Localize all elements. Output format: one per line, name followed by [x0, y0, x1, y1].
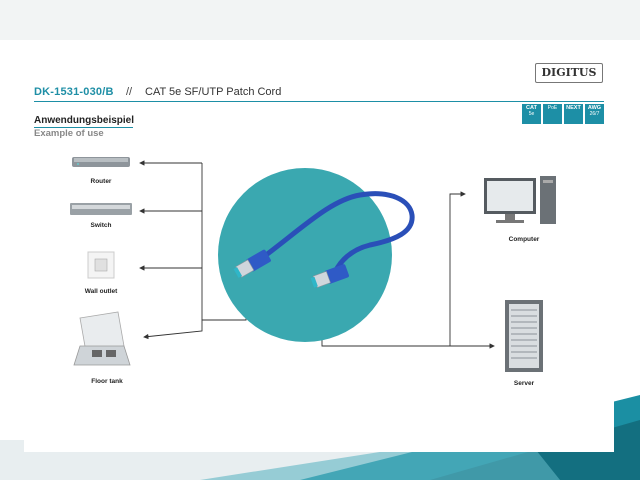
section-subheading: Example of use — [34, 128, 104, 139]
section-heading: Anwendungsbeispiel — [34, 115, 135, 126]
badge-next: NEXT — [564, 104, 583, 124]
section-underline — [34, 127, 133, 128]
wall-outlet-icon — [87, 251, 115, 279]
patch-cable-icon — [233, 191, 415, 288]
server-icon — [505, 300, 543, 372]
title-separator: // — [126, 86, 133, 98]
computer-icon — [484, 176, 556, 224]
product-title: CAT 5e SF/UTP Patch Cord — [145, 86, 282, 98]
brand-logo: DIGITUS — [535, 63, 603, 83]
header-divider — [34, 101, 604, 102]
badge-poe: PoE — [543, 104, 562, 124]
device-label-wall-outlet: Wall outlet — [84, 288, 118, 295]
device-label-server: Server — [513, 380, 535, 387]
device-label-floor-tank: Floor tank — [91, 378, 123, 385]
router-icon — [72, 157, 130, 167]
product-code: DK-1531-030/B — [34, 86, 114, 98]
cable-backdrop-circle — [218, 168, 392, 342]
switch-icon — [70, 203, 132, 215]
device-label-router: Router — [90, 178, 112, 185]
device-label-computer: Computer — [508, 236, 540, 243]
floor-tank-icon — [73, 311, 131, 366]
device-label-switch: Switch — [90, 222, 112, 229]
